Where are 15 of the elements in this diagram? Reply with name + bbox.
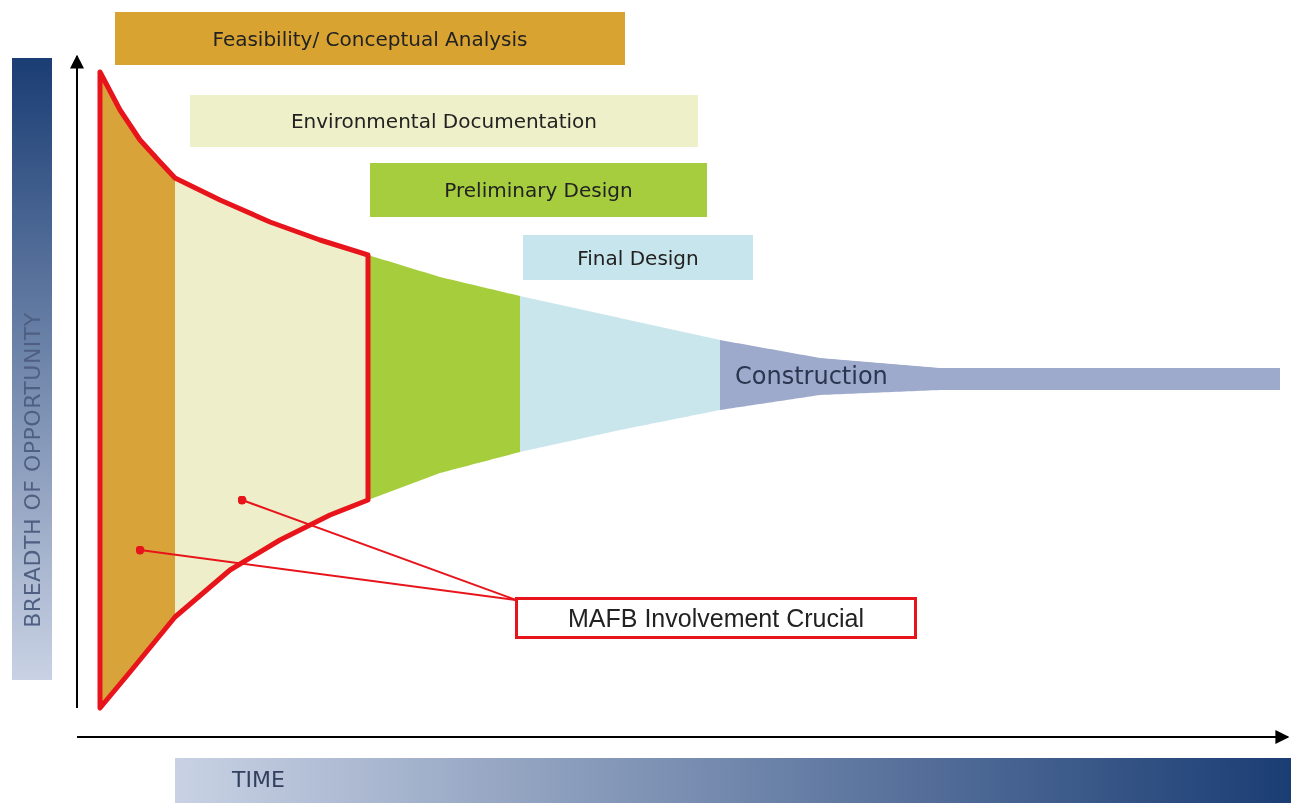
axis-title: BREADTH OF OPPORTUNITY (19, 312, 45, 628)
phase-label: Feasibility/ Conceptual Analysis (212, 26, 528, 51)
phase-label: Preliminary Design (444, 178, 633, 202)
leader-line (135, 545, 517, 601)
phase-bar (115, 12, 625, 65)
phase-bar (523, 235, 753, 280)
phase-label: Environmental Documentation (290, 109, 598, 133)
leader-line (237, 495, 517, 601)
axis-title: TIME (232, 767, 285, 792)
phase-bar (190, 95, 698, 147)
phase-bar (370, 163, 707, 217)
phase-label: Construction (735, 362, 888, 390)
callout-box (515, 597, 917, 639)
callout-text: MAFB Involvement Crucial (568, 603, 864, 633)
phase-label: Final Design (577, 245, 699, 270)
